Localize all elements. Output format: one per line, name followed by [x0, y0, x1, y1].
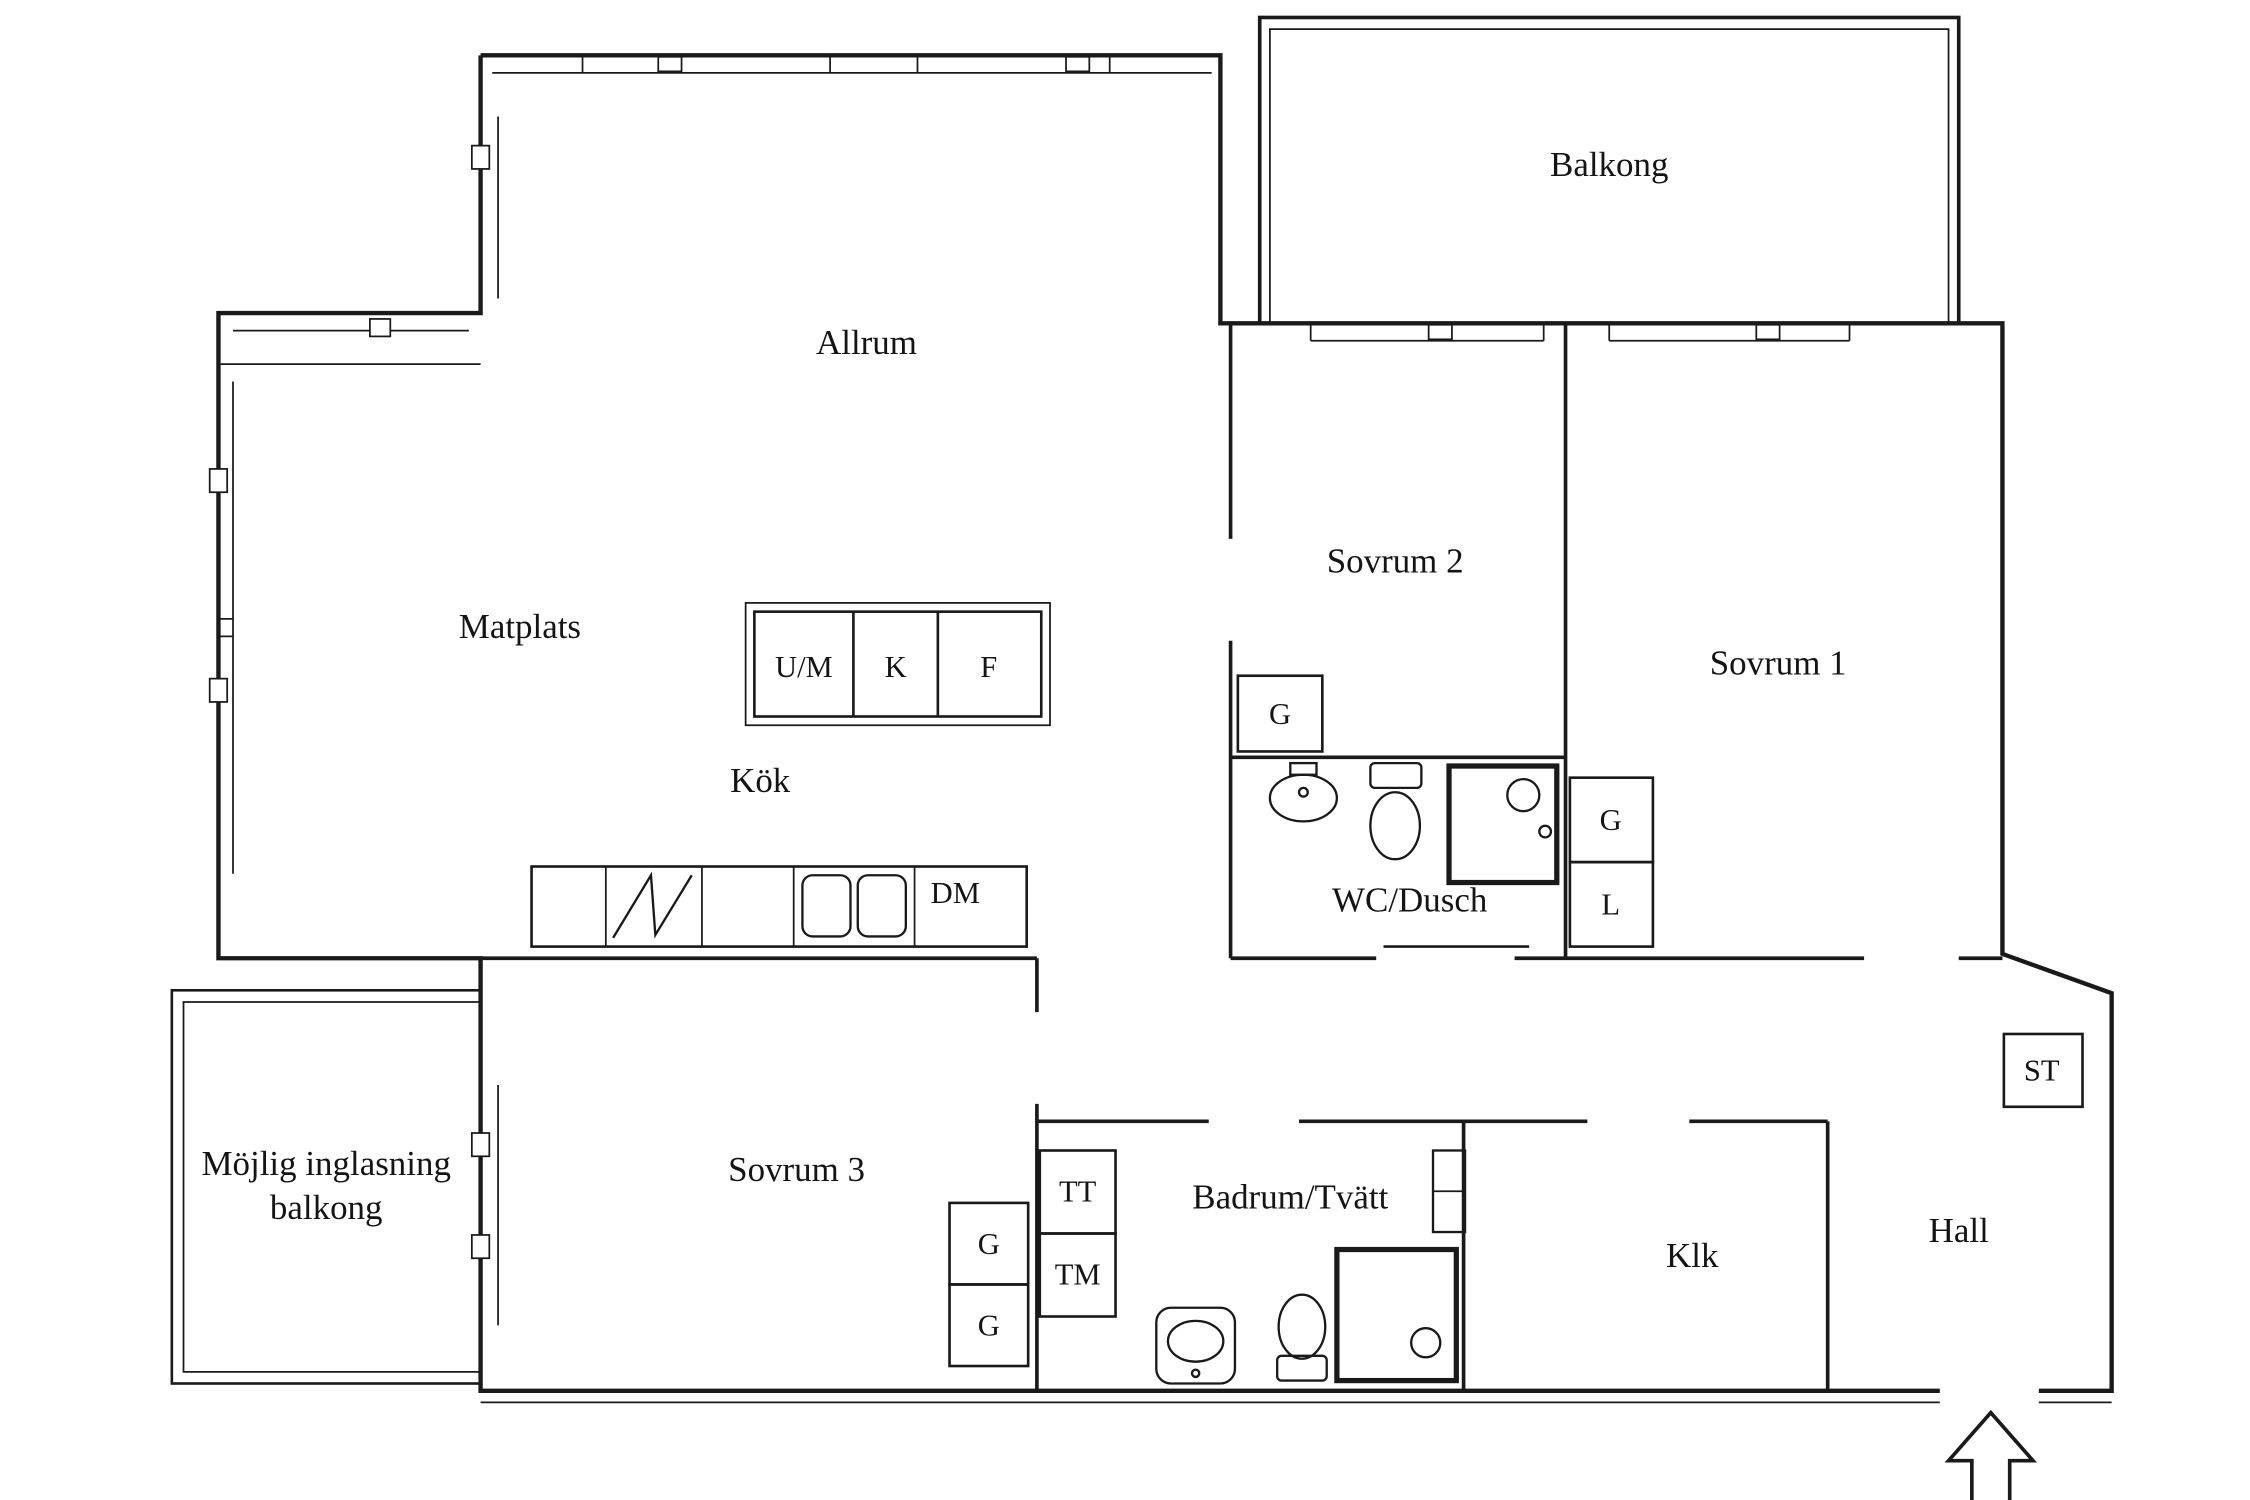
- room-label-wc-dusch: WC/Dusch: [1332, 881, 1488, 920]
- room-label-sovrum1: Sovrum 1: [1710, 643, 1847, 682]
- room-label-allrum: Allrum: [816, 323, 917, 362]
- room-label-klk: Klk: [1666, 1236, 1719, 1275]
- kitchen-island: [744, 602, 1051, 727]
- laundry-towers: [1038, 1149, 1117, 1318]
- label-f: F: [980, 650, 997, 684]
- label-l-sovrum1: L: [1601, 888, 1620, 922]
- closet-g-sovrum2: [1236, 674, 1324, 753]
- window-icons: [208, 55, 1851, 1326]
- interior-walls: [480, 323, 2003, 1391]
- label-um: U/M: [775, 650, 833, 684]
- label-st: ST: [2024, 1054, 2060, 1088]
- label-g-sovrum1: G: [1600, 803, 1622, 837]
- bathroom-sink-icon: [1155, 1306, 1237, 1385]
- label-g-sovrum2: G: [1269, 697, 1291, 731]
- wc-shower-icon: [1446, 763, 1560, 886]
- label-k: K: [885, 650, 907, 684]
- label-tt: TT: [1059, 1174, 1097, 1208]
- room-label-kok: Kök: [730, 761, 791, 800]
- kitchen-counter: [530, 865, 1029, 948]
- closet-g-sovrum3: [948, 1201, 1030, 1368]
- room-label-sovrum2: Sovrum 2: [1327, 541, 1464, 580]
- bathroom-cabinet: [1431, 1149, 1467, 1234]
- closet-st: [2002, 1032, 2084, 1109]
- fixture-labels: U/M K F DM G G L G G TT TM ST: [775, 650, 2060, 1342]
- label-dm: DM: [931, 876, 980, 910]
- label-g-sovrum3-top: G: [978, 1227, 1000, 1261]
- entrance-arrow-icon: [1944, 1409, 2038, 1500]
- room-label-matplats: Matplats: [459, 607, 581, 646]
- wc-toilet-icon: [1369, 761, 1423, 861]
- bathroom-toilet-icon: [1276, 1293, 1328, 1382]
- room-labels: Balkong Allrum Matplats Kök Sovrum 2 Sov…: [201, 145, 1988, 1275]
- possible-balcony-outline: [170, 988, 482, 1385]
- label-g-sovrum3-bottom: G: [978, 1308, 1000, 1342]
- bathroom-shower-icon: [1334, 1246, 1459, 1384]
- closet-l-sovrum1: [1568, 860, 1655, 948]
- exterior-walls: [216, 53, 2114, 1404]
- kitchen-sink-icon: [801, 874, 907, 938]
- annotation-mojlig-inglasning-line1: Möjlig inglasning: [201, 1144, 450, 1183]
- room-label-hall: Hall: [1929, 1211, 1989, 1250]
- room-label-balkong: Balkong: [1550, 145, 1668, 184]
- label-tm: TM: [1055, 1257, 1101, 1291]
- room-label-badrum-tvatt: Badrum/Tvätt: [1192, 1178, 1388, 1217]
- annotation-mojlig-inglasning-line2: balkong: [270, 1188, 383, 1227]
- room-label-sovrum3: Sovrum 3: [728, 1150, 865, 1189]
- stove-icon: [612, 871, 693, 939]
- wc-sink-icon: [1268, 761, 1339, 823]
